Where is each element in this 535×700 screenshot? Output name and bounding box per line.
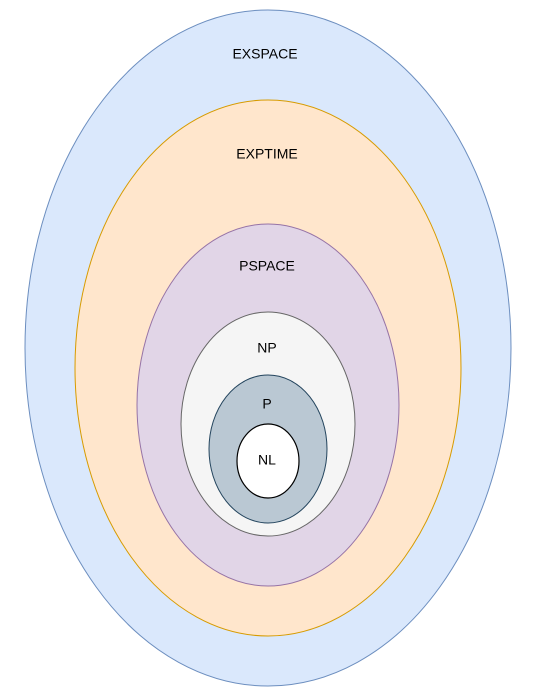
exptime-label: EXPTIME xyxy=(236,146,297,162)
nl-label: NL xyxy=(258,452,276,468)
np-label: NP xyxy=(257,340,276,356)
p-label: P xyxy=(262,396,271,412)
nl-ellipse xyxy=(236,423,300,499)
exspace-label: EXSPACE xyxy=(232,46,297,62)
pspace-label: PSPACE xyxy=(239,258,295,274)
set-nl: NL xyxy=(236,423,300,499)
